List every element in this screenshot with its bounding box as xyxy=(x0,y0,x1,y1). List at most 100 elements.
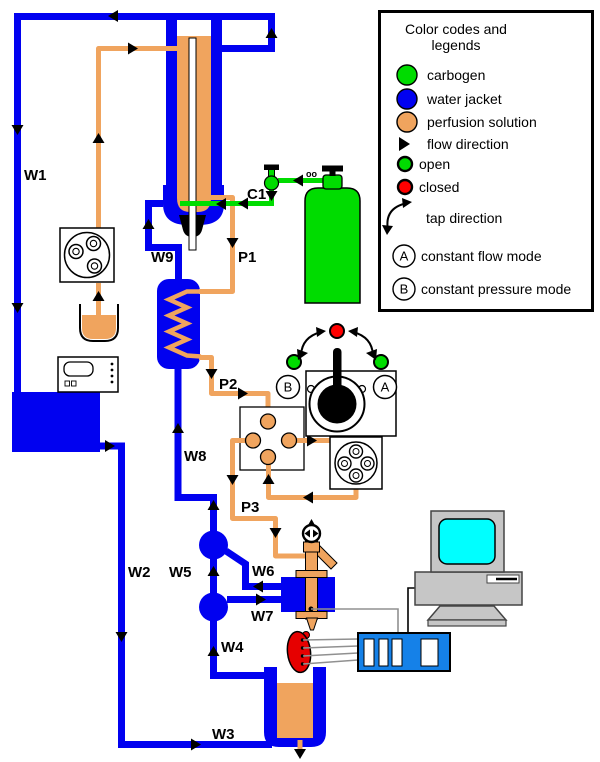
beaker-glass xyxy=(79,304,119,342)
arc-arrowhead xyxy=(348,327,358,337)
label-w2: W2 xyxy=(128,564,151,581)
indicator-dot xyxy=(110,362,114,366)
supply-line-upper xyxy=(96,46,178,229)
legend-item-open: open xyxy=(396,155,450,173)
manifold-port-top xyxy=(259,413,277,430)
legend-label: constant flow mode xyxy=(421,248,542,264)
label-p3: P3 xyxy=(241,499,259,516)
pump-roller-hub xyxy=(90,262,99,270)
indicator-dot xyxy=(110,374,114,378)
heat-exchanger xyxy=(157,279,202,369)
keyboard-base xyxy=(427,619,507,627)
arc-arrowhead xyxy=(382,225,393,235)
valve-cap xyxy=(264,164,279,170)
flow-arrow xyxy=(262,474,275,484)
legend-item-closed: closed xyxy=(396,178,459,196)
pump-roller-hub xyxy=(352,448,360,455)
heat-exchanger-coil xyxy=(163,289,202,359)
mode-a-icon xyxy=(392,244,416,268)
open-position-dot-b xyxy=(286,354,302,370)
label-w6: W6 xyxy=(252,563,275,580)
beaker-solution xyxy=(82,315,116,339)
water-bath xyxy=(12,356,119,452)
carbogen-line: oo xyxy=(180,164,330,210)
flow-arrow xyxy=(128,42,138,55)
electrode-dot xyxy=(300,662,305,666)
stopcock-wedge xyxy=(313,529,319,538)
amplifier-slot xyxy=(391,638,403,667)
controller-display xyxy=(63,361,94,377)
indicator-dot xyxy=(110,380,114,384)
arc-arrowhead xyxy=(316,327,326,337)
amplifier-slot xyxy=(378,638,389,667)
legend-item-tap-direction: tap direction xyxy=(382,198,502,235)
flange-upper xyxy=(295,570,328,578)
flow-arrow xyxy=(238,387,248,400)
mode-a-letter: A xyxy=(381,380,390,395)
legend-item-water-jacket: water jacket xyxy=(396,88,502,110)
perfusion-lines xyxy=(92,42,271,415)
mode-b-letter: B xyxy=(284,380,293,395)
electrode-wire xyxy=(302,645,359,649)
controller-button xyxy=(71,380,77,387)
electrode-wire xyxy=(302,638,359,641)
label-w8: W8 xyxy=(184,448,207,465)
computer xyxy=(414,510,523,627)
flow-arrow xyxy=(265,28,278,38)
flow-arrow xyxy=(92,291,105,301)
water-pipe-w5-w4 xyxy=(210,545,266,679)
pump-roller-hub xyxy=(352,472,360,479)
column-jacket-left-wall xyxy=(166,17,177,197)
label-p1: P1 xyxy=(238,249,256,266)
mode-b-badge xyxy=(275,374,301,400)
amplifier-slot xyxy=(363,638,375,667)
legend-label: carbogen xyxy=(427,67,485,83)
label-w9: W9 xyxy=(151,249,174,266)
open-position-dot-a xyxy=(373,354,389,370)
monitor-screen xyxy=(438,518,496,565)
flow-arrow xyxy=(92,133,105,143)
legend-item-perfusion-solution: perfusion solution xyxy=(396,111,537,133)
regulator-mark: oo xyxy=(306,169,317,179)
line-p3 xyxy=(230,438,306,559)
reservoir-perfusate xyxy=(277,683,313,738)
flow-arrow xyxy=(256,593,266,606)
heart-tissue xyxy=(286,630,312,674)
label-w3: W3 xyxy=(212,726,235,743)
flow-arrow xyxy=(269,528,282,538)
flow-arrow xyxy=(108,10,118,22)
stopcock-valve xyxy=(301,523,322,544)
legend-item-constant-pressure: B constant pressure mode xyxy=(392,277,571,301)
pump-roller-hub xyxy=(89,239,98,248)
legend-title-line2: legends xyxy=(431,37,480,53)
column-center-tube xyxy=(188,37,197,251)
flow-arrow xyxy=(216,198,226,210)
arc-arrowhead xyxy=(366,349,377,360)
legend-label: open xyxy=(419,156,450,172)
supply-beaker xyxy=(79,283,119,342)
pump-roller-hub xyxy=(364,460,371,467)
diagram-labels: W1 W2 W3 W4 W5 W6 W7 W8 W9 P1 P2 P3 C1 xyxy=(24,167,275,743)
flow-arrow xyxy=(226,238,239,248)
cylinder-valve-cap xyxy=(322,165,343,172)
flow-arrow xyxy=(207,566,220,576)
mode-b-icon xyxy=(392,277,416,301)
mode-b-symbol: B xyxy=(400,282,409,297)
legend-item-flow-direction: flow direction xyxy=(399,136,509,152)
cannula-tip xyxy=(305,617,319,631)
water-circuit xyxy=(11,10,284,751)
label-w5: W5 xyxy=(169,564,192,581)
tissue-chamber xyxy=(281,519,338,631)
label-w4: W4 xyxy=(221,639,244,656)
legend-item-constant-flow: A constant flow mode xyxy=(392,244,542,268)
flow-arrow xyxy=(115,632,128,642)
electrode-wire xyxy=(302,652,359,657)
water-pipe-w6 xyxy=(224,548,284,590)
amplifier-panel xyxy=(420,638,439,667)
flow-arrow xyxy=(105,440,115,452)
water-jacket-swatch-icon xyxy=(396,88,418,110)
flow-arrow xyxy=(11,125,24,135)
reservoir-jacket xyxy=(264,667,326,747)
flow-arrow xyxy=(294,749,306,759)
cylinder-valve-stem xyxy=(329,171,336,176)
